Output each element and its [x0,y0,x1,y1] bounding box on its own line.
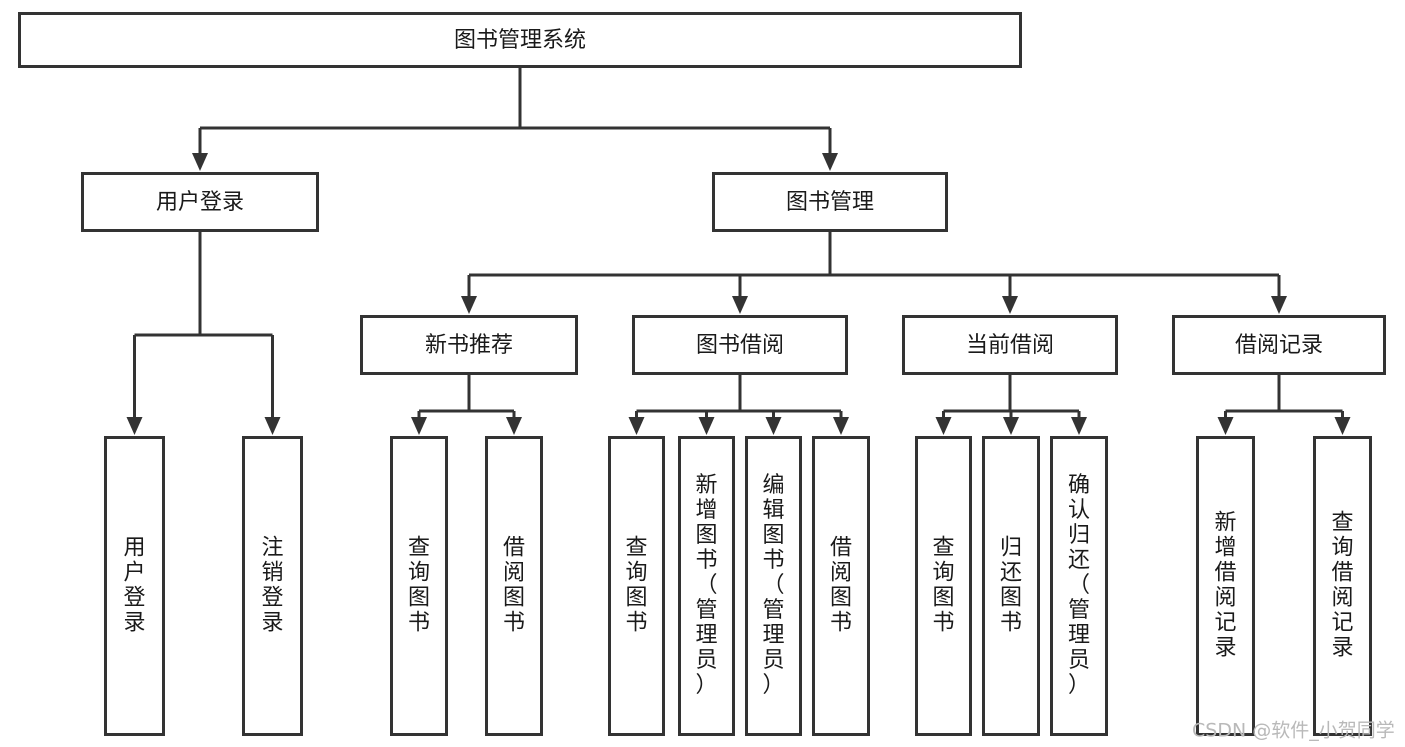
node-box-n_user_login[interactable] [81,172,319,232]
node-box-l_return_book[interactable] [982,436,1040,736]
node-box-l_confirm_return[interactable] [1050,436,1108,736]
node-box-l_add_record[interactable] [1196,436,1255,736]
node-label-n_current_borrow: 当前借阅 [966,333,1054,358]
node-box-n_new_book_rec[interactable] [360,315,578,375]
node-l_query_book_3[interactable]: 查询图书 [915,436,972,736]
node-label-l_user_login: 用户登录 [123,536,145,636]
node-label-l_borrow_book_1: 借阅图书 [503,536,525,636]
node-label-l_add_record: 新增借阅记录 [1214,511,1236,661]
node-l_return_book[interactable]: 归还图书 [982,436,1040,736]
node-label-l_edit_book: 编辑图书（管理员） [762,473,784,698]
node-box-l_user_logout[interactable] [242,436,303,736]
node-label-l_query_book_1: 查询图书 [408,536,430,636]
node-l_borrow_book_1[interactable]: 借阅图书 [485,436,543,736]
node-l_add_book[interactable]: 新增图书（管理员） [678,436,735,736]
node-box-l_user_login[interactable] [104,436,165,736]
node-l_query_record[interactable]: 查询借阅记录 [1313,436,1372,736]
edge-layer [126,68,1351,435]
arrow-head-n_book_borrow [732,296,748,314]
arrow-head-l_edit_book [765,417,782,435]
node-box-n_current_borrow[interactable] [902,315,1118,375]
arrow-head-l_query_book_2 [628,417,645,435]
node-n_current_borrow[interactable]: 当前借阅 [902,315,1118,375]
edge-group-n_new_book_rec [411,375,522,435]
arrow-head-l_query_record [1334,417,1351,435]
node-label-root: 图书管理系统 [454,28,586,53]
edge-group-n_book_borrow [628,375,849,435]
arrow-head-n_book_manage [822,153,838,171]
edge-group-n_user_login [126,232,281,435]
node-label-n_user_login: 用户登录 [156,190,244,215]
arrow-head-n_current_borrow [1002,296,1018,314]
node-box-l_query_book_2[interactable] [608,436,665,736]
node-box-n_book_manage[interactable] [712,172,948,232]
node-n_user_login[interactable]: 用户登录 [81,172,319,232]
arrow-head-l_add_record [1217,417,1234,435]
arrow-head-l_borrow_book_2 [833,417,849,435]
arrow-head-n_borrow_record [1271,296,1287,314]
node-label-l_add_book: 新增图书（管理员） [695,473,717,698]
arrow-head-n_new_book_rec [461,296,477,314]
node-n_new_book_rec[interactable]: 新书推荐 [360,315,578,375]
node-label-n_new_book_rec: 新书推荐 [425,333,513,358]
arrow-head-l_query_book_3 [935,417,952,435]
node-label-n_borrow_record: 借阅记录 [1235,333,1323,358]
node-label-n_book_borrow: 图书借阅 [696,333,784,358]
node-box-l_borrow_book_2[interactable] [812,436,870,736]
node-box-root[interactable] [18,12,1022,68]
node-label-l_query_record: 查询借阅记录 [1331,511,1353,661]
node-label-l_confirm_return: 确认归还（管理员） [1068,473,1090,698]
edge-group-n_borrow_record [1217,375,1351,435]
node-l_add_record[interactable]: 新增借阅记录 [1196,436,1255,736]
node-l_user_logout[interactable]: 注销登录 [242,436,303,736]
arrow-head-l_query_book_1 [411,417,427,435]
edge-group-root [192,68,838,171]
node-label-l_query_book_2: 查询图书 [625,536,647,636]
node-root[interactable]: 图书管理系统 [18,12,1022,68]
edge-group-n_current_borrow [935,375,1087,435]
arrow-head-n_user_login [192,153,208,171]
node-label-n_book_manage: 图书管理 [786,190,874,215]
node-box-l_add_book[interactable] [678,436,735,736]
node-label-l_return_book: 归还图书 [1000,536,1022,636]
node-box-l_edit_book[interactable] [745,436,802,736]
arrow-head-l_user_login [126,417,143,435]
arrow-head-l_confirm_return [1071,417,1087,435]
arrow-head-l_add_book [698,417,715,435]
node-label-l_borrow_book_2: 借阅图书 [830,536,852,636]
arrow-head-l_user_logout [264,417,281,435]
node-l_edit_book[interactable]: 编辑图书（管理员） [745,436,802,736]
edge-group-n_book_manage [461,232,1287,314]
node-box-l_query_book_3[interactable] [915,436,972,736]
node-box-n_borrow_record[interactable] [1172,315,1386,375]
node-box-l_query_book_1[interactable] [390,436,448,736]
node-box-l_borrow_book_1[interactable] [485,436,543,736]
node-l_confirm_return[interactable]: 确认归还（管理员） [1050,436,1108,736]
arrow-head-l_return_book [1003,417,1019,435]
node-label-l_user_logout: 注销登录 [261,536,283,636]
node-layer: 图书管理系统用户登录图书管理新书推荐图书借阅当前借阅借阅记录用户登录注销登录查询… [18,12,1386,736]
node-l_user_login[interactable]: 用户登录 [104,436,165,736]
node-n_borrow_record[interactable]: 借阅记录 [1172,315,1386,375]
node-l_query_book_2[interactable]: 查询图书 [608,436,665,736]
node-box-n_book_borrow[interactable] [632,315,848,375]
node-label-l_query_book_3: 查询图书 [932,536,954,636]
arrow-head-l_borrow_book_1 [506,417,522,435]
node-n_book_manage[interactable]: 图书管理 [712,172,948,232]
node-n_book_borrow[interactable]: 图书借阅 [632,315,848,375]
node-l_borrow_book_2[interactable]: 借阅图书 [812,436,870,736]
node-box-l_query_record[interactable] [1313,436,1372,736]
node-l_query_book_1[interactable]: 查询图书 [390,436,448,736]
csdn-watermark: CSDN @软件_小贺同学 [1192,720,1395,742]
